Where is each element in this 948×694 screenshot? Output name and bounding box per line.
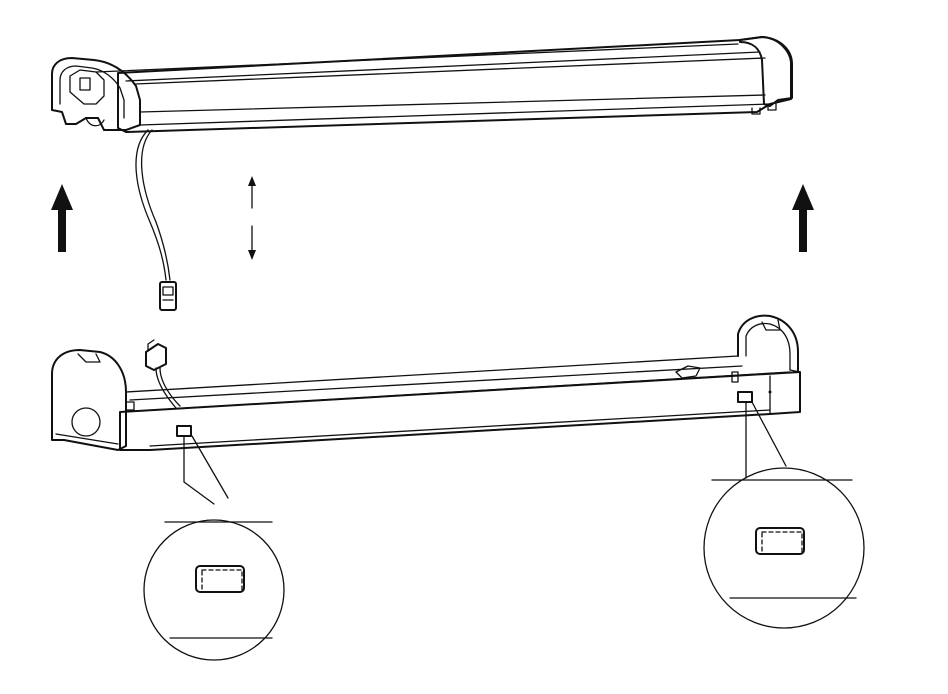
left-end-cap-inner bbox=[59, 65, 125, 119]
detail-right-latch-hidden bbox=[761, 531, 803, 555]
lift-arrow-left bbox=[51, 184, 73, 252]
light-cover-body bbox=[117, 36, 792, 133]
left-end-cap bbox=[51, 57, 141, 131]
double-arrow-up-head bbox=[248, 176, 256, 186]
base-right-end-plate-inner bbox=[745, 322, 791, 371]
base-right-end-wall bbox=[769, 369, 801, 415]
right-end-cap bbox=[739, 36, 793, 107]
light-cover-ridge-2 bbox=[134, 57, 766, 85]
cord-connector bbox=[159, 281, 177, 311]
power-cord bbox=[135, 129, 167, 281]
base-right-end-plate bbox=[737, 314, 799, 373]
base-supply-wire bbox=[155, 367, 177, 409]
left-end-cap-bracket bbox=[69, 69, 105, 105]
right-latch-slot bbox=[737, 391, 753, 403]
base-right-end-plate-slot bbox=[761, 319, 781, 331]
arrow-up-icon bbox=[799, 208, 807, 252]
callout-leader-left bbox=[183, 435, 215, 505]
base-left-end-plate-lip bbox=[55, 433, 119, 445]
base-supply-wire-2 bbox=[159, 367, 181, 407]
base-bottom-edge bbox=[149, 409, 771, 447]
base-wire-connector-clip bbox=[147, 339, 155, 351]
light-cover-top-edge bbox=[95, 43, 739, 73]
fixture-base-assembly bbox=[51, 314, 801, 451]
base-top-inner-edge bbox=[129, 365, 743, 401]
callout-leader-left-2 bbox=[191, 435, 229, 499]
double-arrow-down-head bbox=[248, 250, 256, 260]
arrow-up-head-right bbox=[792, 184, 814, 210]
light-cover-lower-edge bbox=[139, 94, 766, 113]
left-end-cap-notch bbox=[85, 117, 105, 127]
left-end-cap-tab bbox=[79, 77, 91, 91]
light-cover-ridge-1 bbox=[125, 51, 761, 82]
detail-callout-right bbox=[703, 401, 865, 629]
cord-connector-latch bbox=[162, 286, 174, 296]
base-left-end-plate-top bbox=[77, 353, 101, 363]
arrow-up-head-left bbox=[51, 184, 73, 210]
detail-callout-left bbox=[143, 435, 285, 661]
right-end-cap-foot bbox=[751, 103, 777, 115]
arrow-up-icon bbox=[58, 208, 66, 252]
connector-engage-arrow bbox=[248, 176, 256, 260]
base-wire-connector bbox=[145, 343, 167, 371]
left-latch-slot bbox=[176, 425, 192, 437]
base-front-face bbox=[119, 371, 801, 451]
base-interior-bracket bbox=[675, 365, 701, 379]
lift-arrow-right bbox=[792, 184, 814, 252]
detail-left-latch-hidden bbox=[201, 569, 243, 593]
base-interior-clip bbox=[731, 371, 739, 383]
callout-leader-right-2 bbox=[751, 401, 787, 467]
base-top-back-edge bbox=[125, 355, 739, 393]
light-cover-assembly bbox=[51, 36, 793, 311]
base-screw-dot bbox=[768, 390, 772, 394]
base-top-front-edge bbox=[119, 371, 791, 413]
power-cord-second-wire bbox=[141, 129, 171, 281]
detail-circle-right bbox=[703, 467, 865, 629]
detail-circle-left bbox=[143, 519, 285, 661]
base-left-end-plate bbox=[51, 349, 127, 451]
base-knockout-hole bbox=[71, 407, 101, 437]
light-cover-bottom-edge bbox=[139, 103, 771, 126]
base-left-interior-clip bbox=[125, 401, 135, 411]
